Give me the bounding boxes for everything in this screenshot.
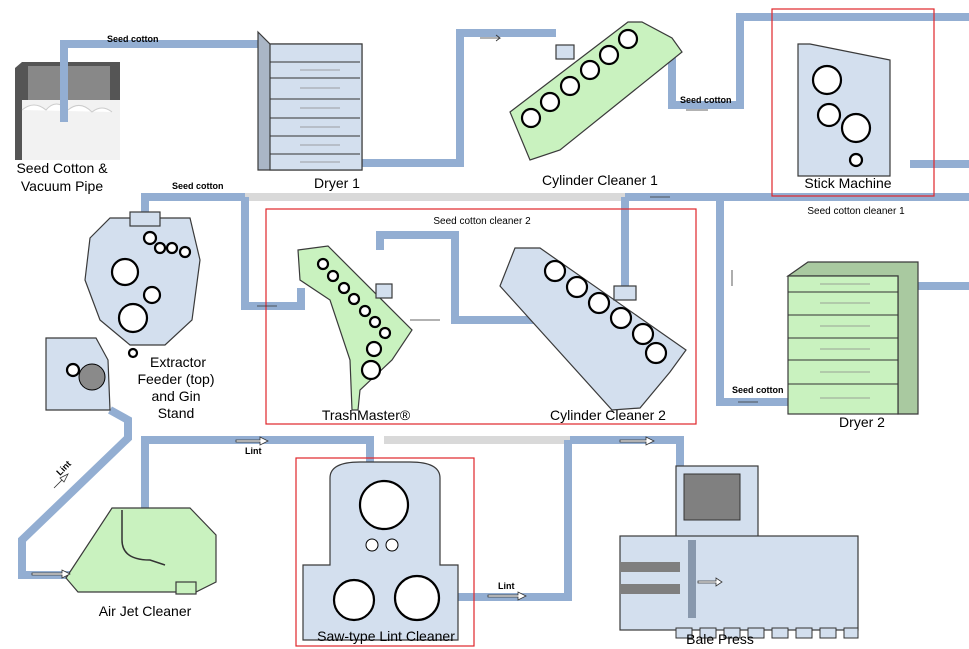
cc2-body	[500, 248, 686, 410]
cc2-inlet	[614, 286, 636, 300]
trashmaster-machine	[298, 246, 412, 410]
flow-tag-lint-2: Lint	[54, 459, 73, 478]
condenser-drum	[360, 481, 408, 529]
vacuum-pipe	[60, 42, 68, 122]
stick-roller-4	[850, 154, 862, 166]
extractor-inlet	[130, 212, 160, 226]
label-saw-lint-cleaner: Saw-type Lint Cleaner	[317, 628, 455, 644]
label-seed-cotton-cleaner1: Seed cotton cleaner 1	[807, 206, 905, 217]
label-extractor-line1: Extractor	[150, 354, 206, 370]
flow-tag-seed-cotton-1: Seed cotton	[107, 34, 159, 44]
cc1-inlet	[556, 45, 574, 59]
pipe-down-to-trashmaster	[245, 197, 301, 306]
feed-roller	[334, 580, 374, 620]
dryer2-machine	[788, 262, 918, 414]
label-bale-press: Bale Press	[686, 631, 754, 647]
air-jet-cleaner-machine	[66, 508, 216, 594]
cc1-body	[510, 22, 682, 160]
press-ram-2	[620, 584, 680, 594]
trashmaster-body	[298, 246, 412, 410]
stick-machine	[798, 44, 890, 176]
stick-roller-2	[818, 104, 840, 126]
saw-cleaner-port-1	[366, 539, 378, 551]
air-jet-outlet	[176, 582, 196, 594]
flow-tag-seed-cotton-2: Seed cotton	[680, 95, 732, 105]
label-seed-cotton-line1: Seed Cotton &	[16, 160, 108, 176]
seed-cotton-vacuum-source	[15, 42, 120, 160]
flow-tag-seed-cotton-4: Seed cotton	[732, 385, 784, 395]
pipe-dryer2-loop	[720, 197, 788, 402]
press-body	[620, 536, 858, 630]
stick-roller-3	[842, 114, 870, 142]
stick-machine-body	[798, 44, 890, 176]
stick-roller-1	[813, 66, 841, 94]
gin-roller	[67, 364, 79, 376]
label-cylinder-cleaner2: Cylinder Cleaner 2	[550, 407, 666, 423]
bale-press-machine	[620, 466, 858, 638]
saw-lint-cleaner-machine	[303, 462, 458, 640]
press-tramper	[684, 474, 740, 520]
label-dryer1: Dryer 1	[314, 175, 360, 191]
flow-tag-lint-3: Lint	[498, 581, 515, 591]
gin-saw	[79, 364, 105, 390]
label-trashmaster: TrashMaster®	[322, 407, 411, 423]
label-extractor-line3: and Gin	[151, 388, 200, 404]
label-seed-cotton-line2: Vacuum Pipe	[21, 178, 103, 194]
cylinder-cleaner2-machine	[500, 248, 686, 410]
trashmaster-inlet	[376, 284, 392, 298]
dryer2-front	[788, 276, 898, 414]
label-air-jet-cleaner: Air Jet Cleaner	[99, 603, 192, 619]
flow-tag-seed-cotton-3: Seed cotton	[172, 181, 224, 191]
cylinder-cleaner1-machine	[510, 22, 682, 160]
label-cylinder-cleaner1: Cylinder Cleaner 1	[542, 172, 658, 188]
air-jet-body	[66, 508, 216, 592]
label-extractor-line4: Stand	[158, 405, 195, 421]
gin-small-roller	[129, 349, 137, 357]
dryer1-machine	[258, 32, 362, 170]
press-plate	[688, 540, 696, 618]
saw-cylinder	[395, 576, 439, 620]
dryer1-front	[270, 44, 362, 170]
label-stick-machine: Stick Machine	[804, 175, 891, 191]
saw-cleaner-port-2	[386, 539, 398, 551]
label-extractor-line2: Feeder (top)	[137, 371, 214, 387]
pipe-to-balepress	[570, 440, 680, 466]
label-seed-cotton-cleaner2: Seed cotton cleaner 2	[433, 216, 531, 227]
flow-tag-lint-1: Lint	[245, 446, 262, 456]
label-dryer2: Dryer 2	[839, 414, 885, 430]
press-ram-1	[620, 562, 680, 572]
